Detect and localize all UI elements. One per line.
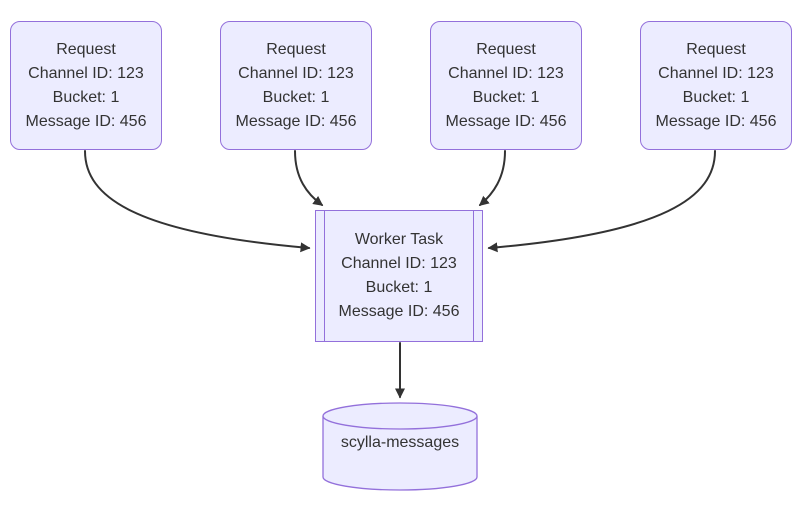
- edge-request-1-to-worker: [84, 150, 311, 253]
- request-node-1: Request Channel ID: 123 Bucket: 1 Messag…: [10, 21, 162, 150]
- request-node-4: Request Channel ID: 123 Bucket: 1 Messag…: [640, 21, 792, 150]
- request-3-title: Request: [476, 40, 536, 58]
- database-cylinder-icon: [322, 402, 478, 491]
- edge-request-3-to-worker: [478, 150, 506, 206]
- request-2-channel-id: Channel ID: 123: [238, 64, 354, 82]
- request-1-title: Request: [56, 40, 116, 58]
- request-4-message-id: Message ID: 456: [655, 112, 777, 130]
- request-4-bucket: Bucket: 1: [682, 88, 750, 106]
- worker-task-node: Worker Task Channel ID: 123 Bucket: 1 Me…: [315, 210, 483, 342]
- request-1-channel-id: Channel ID: 123: [28, 64, 144, 82]
- request-3-channel-id: Channel ID: 123: [448, 64, 564, 82]
- request-2-bucket: Bucket: 1: [262, 88, 330, 106]
- database-node-label: scylla-messages: [340, 434, 460, 451]
- request-node-3: Request Channel ID: 123 Bucket: 1 Messag…: [430, 21, 582, 150]
- worker-task-message-id: Message ID: 456: [338, 303, 460, 320]
- edge-request-2-to-worker: [294, 150, 324, 206]
- request-1-bucket: Bucket: 1: [52, 88, 120, 106]
- worker-task-channel-id: Channel ID: 123: [341, 255, 457, 272]
- request-4-channel-id: Channel ID: 123: [658, 64, 774, 82]
- request-1-message-id: Message ID: 456: [25, 112, 147, 130]
- worker-task-title: Worker Task: [354, 231, 444, 248]
- edge-request-4-to-worker: [487, 150, 716, 253]
- request-3-bucket: Bucket: 1: [472, 88, 540, 106]
- request-2-title: Request: [266, 40, 326, 58]
- worker-task-bucket: Bucket: 1: [365, 279, 433, 296]
- request-2-message-id: Message ID: 456: [235, 112, 357, 130]
- request-3-message-id: Message ID: 456: [445, 112, 567, 130]
- request-4-title: Request: [686, 40, 746, 58]
- request-node-2: Request Channel ID: 123 Bucket: 1 Messag…: [220, 21, 372, 150]
